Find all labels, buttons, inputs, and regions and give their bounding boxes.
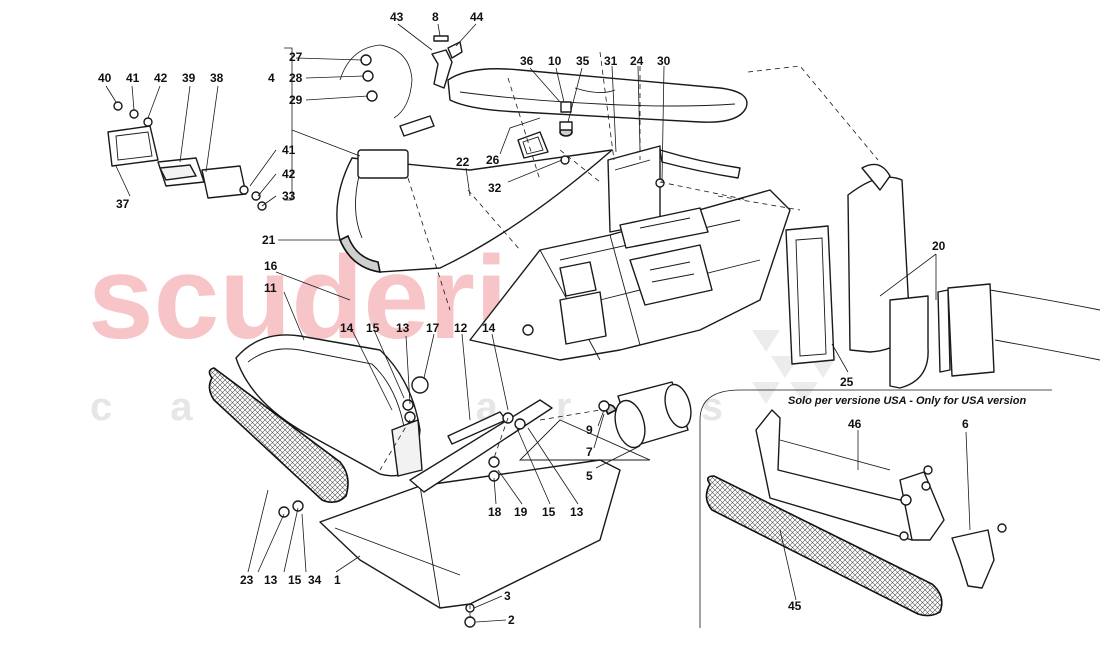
leader-lines bbox=[105, 23, 971, 623]
callout-11: 11 bbox=[264, 281, 277, 295]
callout-34: 34 bbox=[308, 573, 322, 587]
callout-39: 39 bbox=[182, 71, 196, 85]
callout-41a: 41 bbox=[126, 71, 140, 85]
callout-9: 9 bbox=[586, 423, 593, 437]
exhaust-pipe-5 bbox=[602, 381, 692, 449]
callout-16: 16 bbox=[264, 259, 278, 273]
callout-45: 45 bbox=[788, 599, 802, 613]
light-36 bbox=[517, 131, 549, 159]
callout-23: 23 bbox=[240, 573, 254, 587]
callout-42b: 42 bbox=[282, 167, 296, 181]
callout-38: 38 bbox=[210, 71, 224, 85]
callout-13a: 13 bbox=[396, 321, 410, 335]
callout-14a: 14 bbox=[340, 321, 354, 335]
usa-frame bbox=[699, 389, 1052, 628]
callout-3: 3 bbox=[504, 589, 511, 603]
callout-24: 24 bbox=[630, 54, 644, 68]
callout-44: 44 bbox=[470, 10, 484, 24]
construction-lines bbox=[379, 51, 879, 620]
usa-note: Solo per versione USA - Only for USA ver… bbox=[788, 395, 1026, 407]
callout-28: 28 bbox=[289, 71, 303, 85]
grille-housing-11 bbox=[235, 334, 423, 477]
usa-bracket-46 bbox=[755, 409, 1007, 589]
callout-13b: 13 bbox=[570, 505, 584, 519]
callout-43: 43 bbox=[390, 10, 404, 24]
callout-12: 12 bbox=[454, 321, 468, 335]
callout-13c: 13 bbox=[264, 573, 278, 587]
callout-37: 37 bbox=[116, 197, 130, 211]
callouts: 43 8 44 36 10 35 31 24 30 27 4 28 29 40 … bbox=[98, 10, 969, 627]
chassis-frame bbox=[469, 189, 791, 361]
callout-27: 27 bbox=[289, 50, 303, 64]
rear-cover-26 bbox=[447, 68, 748, 123]
callout-20: 20 bbox=[932, 239, 946, 253]
undertray-1 bbox=[319, 459, 621, 609]
callout-21: 21 bbox=[262, 233, 276, 247]
callout-26: 26 bbox=[486, 153, 500, 167]
callout-30: 30 bbox=[657, 54, 671, 68]
callout-18: 18 bbox=[488, 505, 502, 519]
callout-8: 8 bbox=[432, 10, 439, 24]
callout-2: 2 bbox=[508, 613, 515, 627]
callout-46: 46 bbox=[848, 417, 862, 431]
callout-42a: 42 bbox=[154, 71, 168, 85]
callout-41b: 41 bbox=[282, 143, 296, 157]
callout-33: 33 bbox=[282, 189, 296, 203]
fastener-10-35 bbox=[559, 101, 573, 137]
callout-15b: 15 bbox=[542, 505, 556, 519]
callout-15a: 15 bbox=[366, 321, 380, 335]
detail-circle bbox=[284, 44, 413, 201]
mesh-grille-23 bbox=[208, 367, 349, 504]
callout-6: 6 bbox=[962, 417, 969, 431]
callout-29: 29 bbox=[289, 93, 303, 107]
callout-25: 25 bbox=[840, 375, 854, 389]
bracket-43 bbox=[431, 35, 463, 89]
callout-32: 32 bbox=[488, 181, 502, 195]
callout-40: 40 bbox=[98, 71, 112, 85]
callout-36: 36 bbox=[520, 54, 534, 68]
callout-1: 1 bbox=[334, 573, 341, 587]
callout-14b: 14 bbox=[482, 321, 496, 335]
callout-15c: 15 bbox=[288, 573, 302, 587]
callout-4: 4 bbox=[268, 71, 275, 85]
callout-22: 22 bbox=[456, 155, 470, 169]
callout-19: 19 bbox=[514, 505, 528, 519]
callout-10: 10 bbox=[548, 54, 562, 68]
mesh-grille-45 bbox=[705, 475, 943, 617]
side-panel-20 bbox=[785, 163, 1100, 389]
trim-30 bbox=[659, 149, 741, 179]
callout-5: 5 bbox=[586, 469, 593, 483]
headlight-37 bbox=[107, 125, 247, 199]
callout-17: 17 bbox=[426, 321, 440, 335]
callout-35: 35 bbox=[576, 54, 590, 68]
callout-7: 7 bbox=[586, 445, 593, 459]
callout-31: 31 bbox=[604, 54, 618, 68]
